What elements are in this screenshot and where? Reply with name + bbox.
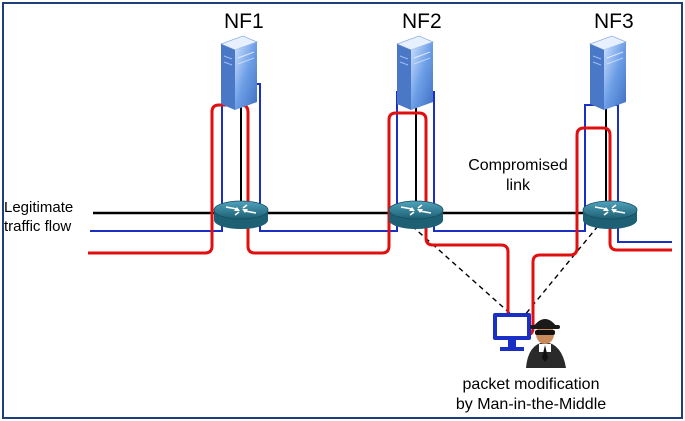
mitm-label-line1: packet modification (463, 376, 600, 393)
server-icon (220, 35, 258, 111)
router-icon (213, 200, 269, 230)
attack-path (88, 103, 672, 337)
server-icon (396, 35, 434, 111)
nf1-label: NF1 (224, 10, 264, 33)
dashed-link-nf3-attacker (523, 225, 599, 317)
legitimate-label-line2: traffic flow (4, 218, 71, 235)
dashed-link-nf2-attacker (411, 225, 514, 317)
server-icon (589, 35, 627, 111)
hacker-computer-icon (493, 313, 566, 368)
mitm-label-line2: by Man-in-the-Middle (456, 396, 606, 413)
compromised-label-line2: link (506, 177, 531, 194)
legitimate-label-line1: Legitimate (4, 199, 73, 216)
nf2-label: NF2 (402, 10, 442, 33)
nf3-label: NF3 (594, 10, 634, 33)
router-icon (582, 200, 638, 230)
compromised-label-line1: Compromised (468, 157, 568, 174)
router-icon (388, 200, 444, 230)
